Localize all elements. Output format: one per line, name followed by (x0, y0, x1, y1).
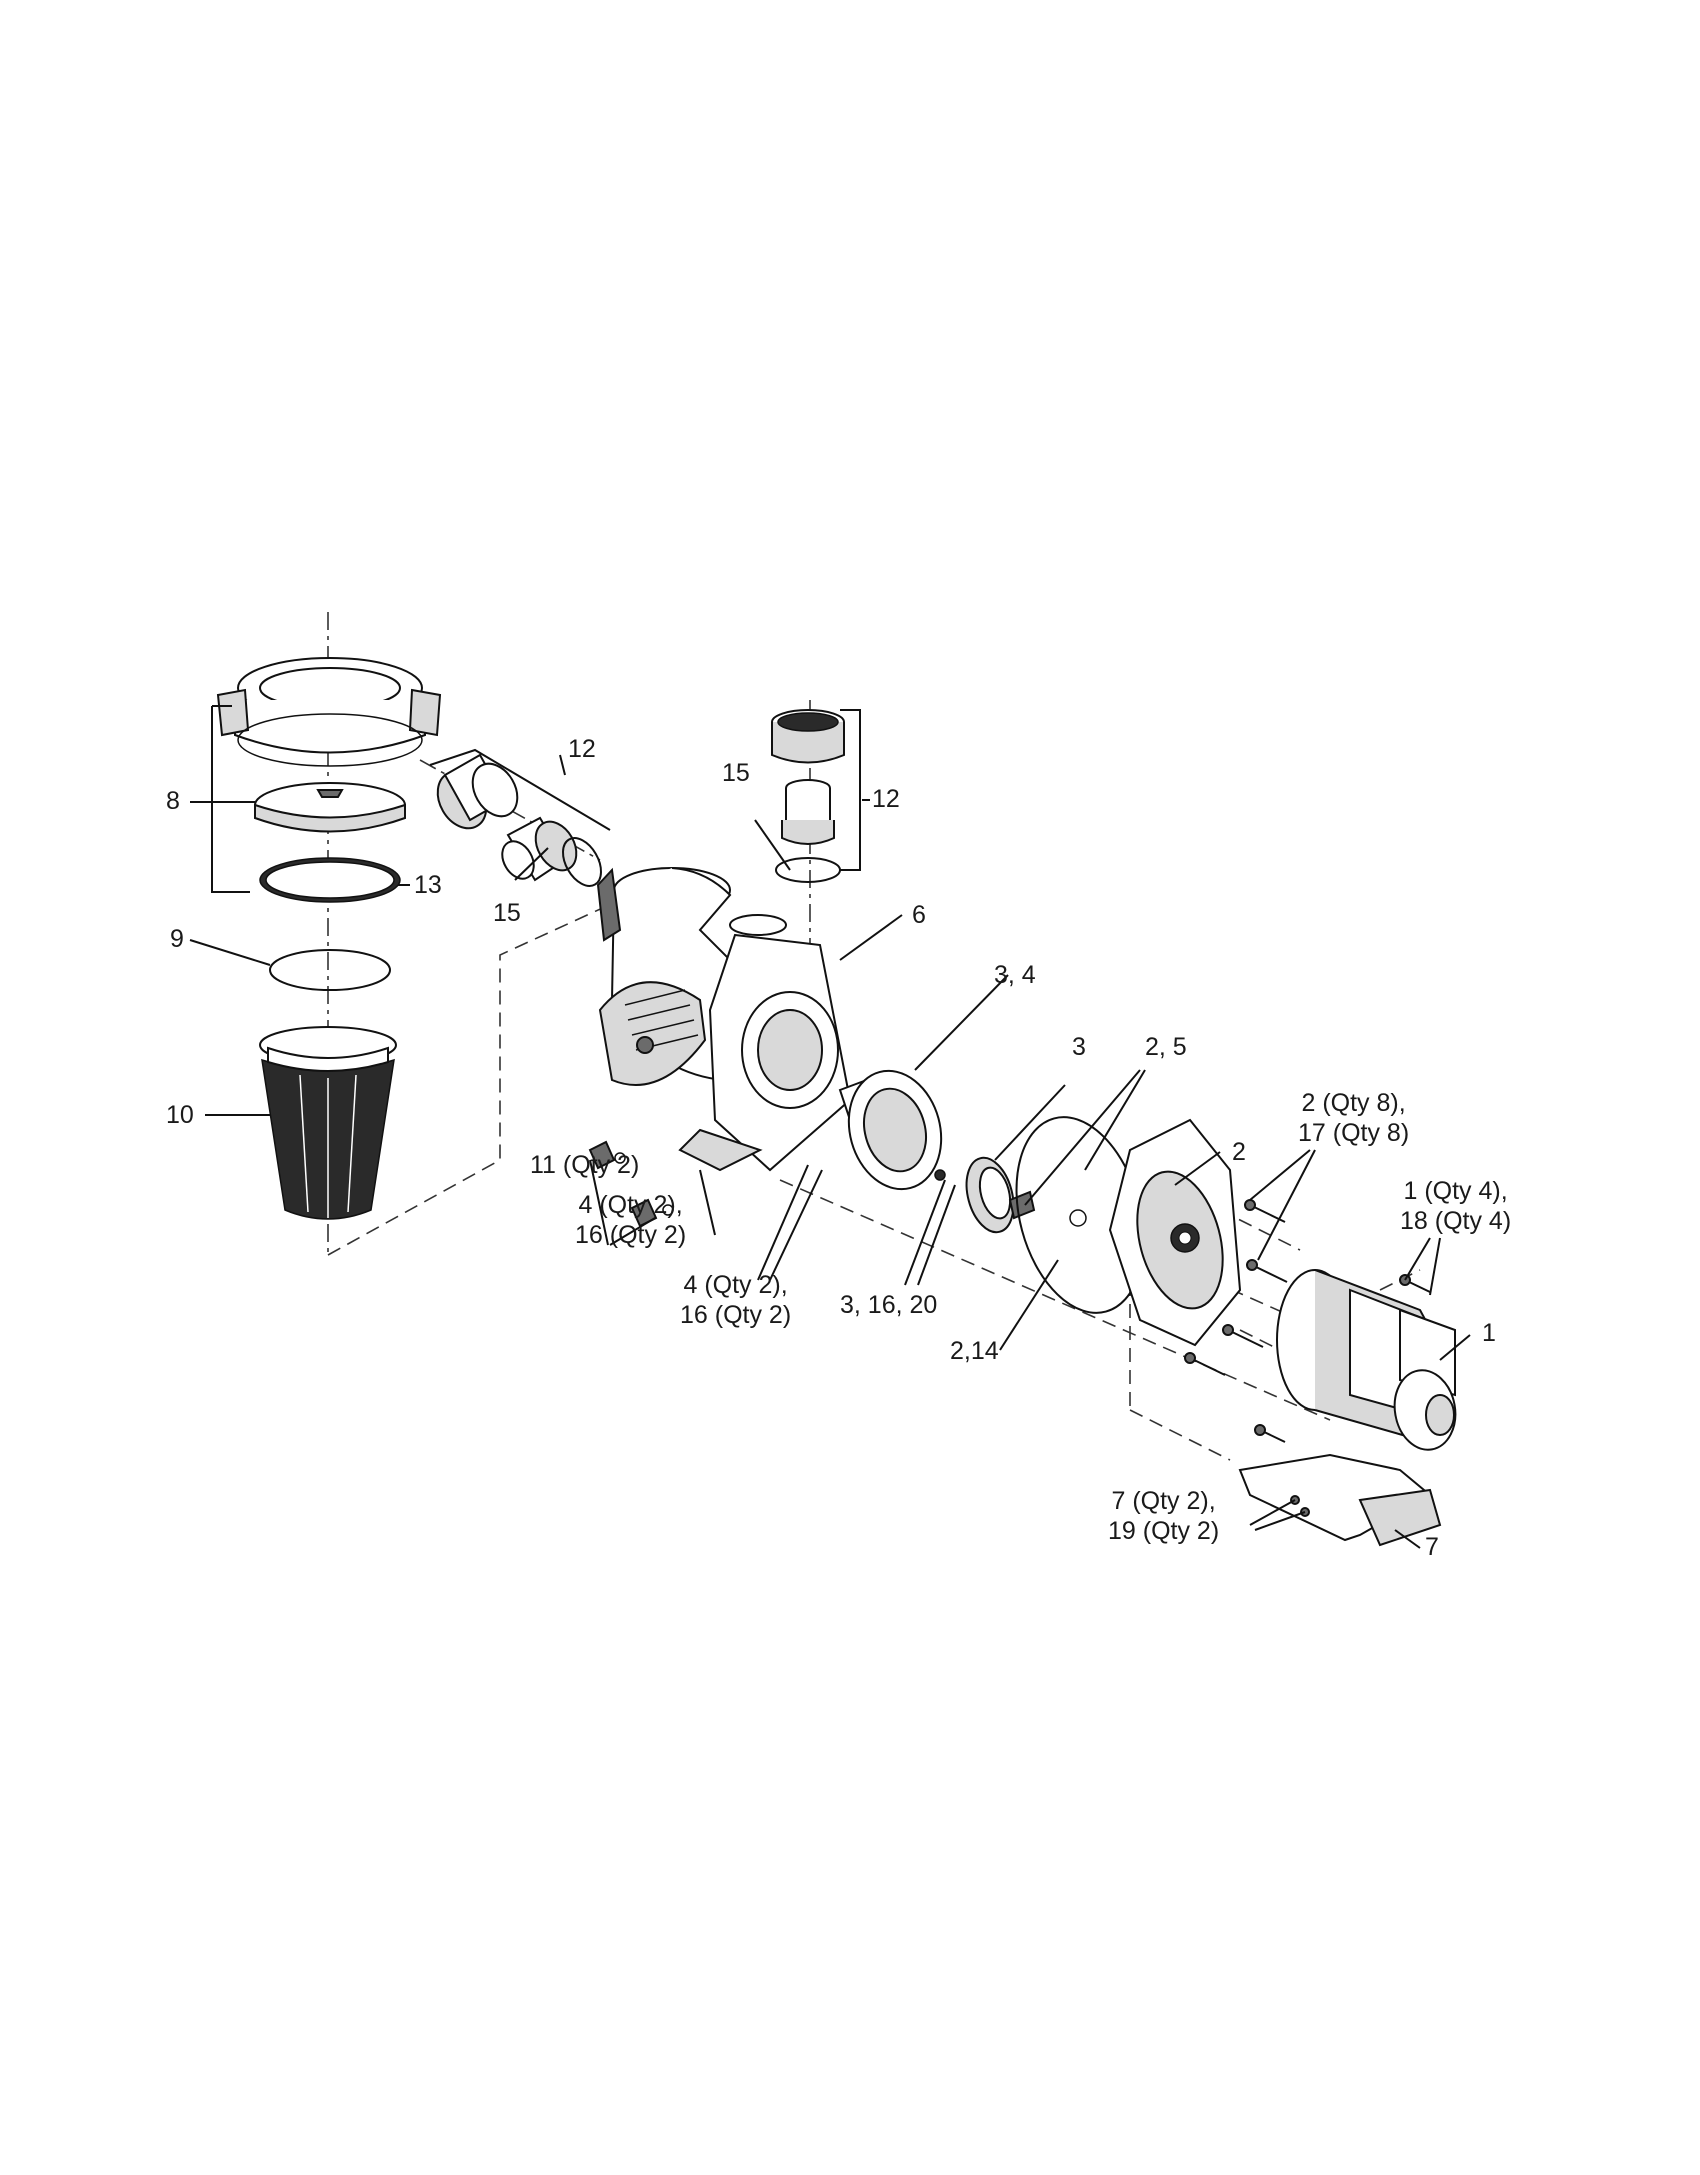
callout-11: 11 (Qty 2) (530, 1151, 640, 1179)
callout-13: 13 (414, 871, 442, 899)
lid-o-ring (259, 857, 401, 903)
motor-bolts (1254, 1274, 1431, 1443)
impeller (965, 1156, 1036, 1234)
motor (1276, 1269, 1457, 1451)
callout-2: 2 (1232, 1138, 1246, 1166)
callout-10: 10 (166, 1101, 194, 1129)
union-nut-right (771, 709, 845, 764)
strainer-cover (254, 782, 406, 833)
callout-1: 1 (1482, 1319, 1496, 1347)
union-tailpiece-right (781, 779, 835, 845)
strainer-basket (259, 1026, 397, 1220)
callout-8: 8 (166, 787, 180, 815)
motor-support (1238, 1453, 1442, 1547)
lid-locking-ring (216, 657, 442, 767)
callout-7: 7 (1425, 1533, 1439, 1561)
diffuser (838, 1069, 946, 1191)
pump-housing (596, 867, 852, 1172)
leader-lines (189, 705, 1471, 1549)
callout-6: 6 (912, 901, 926, 929)
union-nut-left (436, 753, 519, 830)
assembly-centerlines (327, 612, 1421, 1461)
callout-3: 3 (1072, 1033, 1086, 1061)
callout-4-16-screws: 4 (Qty 2), 16 (Qty 2) (680, 1271, 792, 1329)
callout-2-17-qty8: 2 (Qty 8), 17 (Qty 8) (1298, 1089, 1410, 1147)
callout-7-19-qty2: 7 (Qty 2), 19 (Qty 2) (1108, 1487, 1220, 1545)
callout-2-14: 2,14 (950, 1337, 999, 1365)
seal-plate-bolts (1184, 1199, 1288, 1376)
basket-gasket (269, 949, 391, 991)
callout-15-left: 15 (493, 899, 521, 927)
callout-4-16-housing: 4 (Qty 2), 16 (Qty 2) (575, 1191, 687, 1249)
callout-15-right: 15 (722, 759, 750, 787)
callout-2-5: 2, 5 (1145, 1033, 1187, 1061)
callout-3-4: 3, 4 (994, 961, 1036, 989)
union-o-ring-left (562, 837, 602, 887)
union-o-ring-right (775, 857, 841, 883)
callout-3-16-20: 3, 16, 20 (840, 1291, 938, 1319)
callout-9: 9 (170, 925, 184, 953)
drain-plugs (588, 1140, 674, 1228)
union-tailpiece-left (501, 816, 578, 882)
seal-plate (1108, 1118, 1242, 1347)
callout-1-18-qty4: 1 (Qty 4), 18 (Qty 4) (1400, 1177, 1512, 1235)
callout-12-left: 12 (568, 735, 596, 763)
callout-12-right: 12 (872, 785, 900, 813)
